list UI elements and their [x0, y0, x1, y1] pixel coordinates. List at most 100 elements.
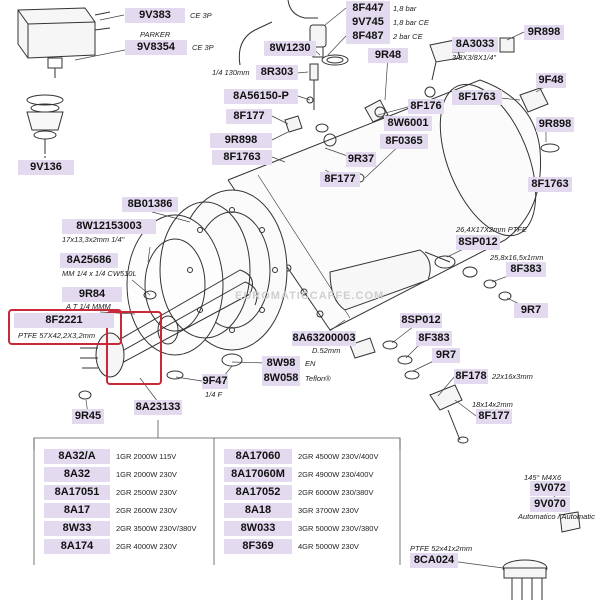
valve-9v136-drawing — [26, 94, 64, 160]
part-note: CE 3P — [192, 43, 214, 52]
part-note: 1,8 bar CE — [393, 18, 429, 27]
table-part-8a174: 8A174 — [44, 539, 110, 554]
part-label-9v745: 9V745 — [346, 15, 390, 30]
part-label-8f0365: 8F0365 — [380, 134, 428, 149]
part-label-9v8354: 9V8354 — [125, 40, 187, 55]
flange-plates-drawing — [126, 189, 288, 356]
part-label-8ca024: 8CA024 — [410, 553, 458, 568]
table-desc: 4GR 5000W 230V — [298, 542, 359, 551]
table-part-8a32a: 8A32/A — [44, 449, 110, 464]
part-label-8a25686: 8A25686 — [60, 253, 118, 268]
table-desc: 2GR 4500W 230V/400V — [298, 452, 379, 461]
part-label-8a56150-p: 8A56150-P — [224, 89, 298, 104]
part-prefix: PTFE 52x41x2mm — [410, 544, 473, 553]
table-desc: 2GR 4000W 230V — [116, 542, 177, 551]
part-prefix: 145° M4X6 — [524, 473, 562, 482]
sight-glass-drawing — [329, 249, 512, 311]
part-label-9r898: 9R898 — [536, 117, 574, 132]
part-note: Teflon® — [305, 374, 331, 383]
part-label-8f2221: 8F2221 — [14, 313, 114, 328]
part-label-8f383: 8F383 — [416, 331, 452, 346]
probe-drawing — [306, 63, 319, 110]
table-desc: 2GR 6000W 230/380V — [298, 488, 374, 497]
part-label-8f1763: 8F1763 — [212, 150, 272, 165]
table-part-8w33: 8W33 — [44, 521, 110, 536]
part-note: 22x16x3mm — [492, 372, 533, 381]
table-desc: 3GR 5000W 230V/380V — [298, 524, 379, 533]
part-label-9f48: 9F48 — [536, 73, 566, 88]
part-label-9v136: 9V136 — [18, 160, 74, 175]
table-desc: 2GR 2600W 230V — [116, 506, 177, 515]
part-prefix: 25,8x16,5x1mm — [490, 253, 544, 262]
table-part-8a17060m: 8A17060M — [224, 467, 292, 482]
table-part-8w033: 8W033 — [224, 521, 292, 536]
part-label-9r45: 9R45 — [72, 409, 104, 424]
pressure-switch-drawing — [17, 7, 111, 78]
table-desc: 2GR 2500W 230V — [116, 488, 177, 497]
part-label-8f487: 8F487 — [346, 29, 390, 44]
element-table-frame — [33, 420, 401, 565]
part-label-8f176: 8F176 — [408, 99, 444, 114]
part-note: Automatico / Automatic — [518, 512, 595, 521]
part-label-8a63200003: 8A63200003 — [292, 331, 356, 346]
part-note: PTFE 57X42,2X3,2mm — [18, 331, 96, 340]
part-label-8b01386: 8B01386 — [122, 197, 178, 212]
part-label-8w12153003: 8W12153003 — [62, 219, 156, 234]
table-part-8a17051: 8A17051 — [44, 485, 110, 500]
part-label-8sp012: 8SP012 — [456, 235, 500, 250]
part-label-8f177: 8F177 — [226, 109, 272, 124]
part-label-8a23133: 8A23133 — [134, 400, 182, 415]
part-label-8f1763: 8F1763 — [452, 90, 502, 105]
part-label-8r303: 8R303 — [256, 65, 298, 80]
part-label-9r84: 9R84 — [62, 287, 122, 302]
part-note: A T 1/4 MMM — [66, 302, 111, 311]
part-label-8f447: 8F447 — [346, 1, 390, 16]
part-note: 2 bar CE — [393, 32, 423, 41]
table-desc: 1GR 2000W 115V — [116, 452, 177, 461]
part-prefix: 1/4 130mm — [212, 68, 250, 77]
part-label-8w058: 8W058 — [262, 371, 300, 386]
part-label-8f1763: 8F1763 — [528, 177, 572, 192]
part-label-9f47: 9F47 — [202, 374, 228, 389]
safety-valve-drawing — [238, 0, 349, 66]
part-prefix: 18x14x2mm — [472, 400, 513, 409]
part-label-9r898: 9R898 — [524, 25, 564, 40]
table-part-8a32: 8A32 — [44, 467, 110, 482]
part-label-8w98: 8W98 — [262, 356, 300, 371]
table-desc: 3GR 3700W 230V — [298, 506, 359, 515]
part-label-8w6001: 8W6001 — [384, 116, 432, 131]
table-desc: 2GR 3500W 230V/380V — [116, 524, 197, 533]
part-label-8f383: 8F383 — [506, 262, 546, 277]
part-prefix: PARKER — [140, 30, 171, 39]
part-label-9v070: 9V070 — [530, 497, 570, 512]
part-note: D.52mm — [312, 346, 341, 355]
part-label-9v072: 9V072 — [530, 481, 570, 496]
fittings-lower-drawing — [78, 337, 469, 444]
element-small-drawing — [502, 511, 581, 600]
part-label-9r7: 9R7 — [514, 303, 548, 318]
part-label-9v383: 9V383 — [125, 8, 185, 23]
part-label-8f177: 8F177 — [320, 172, 360, 187]
part-label-9r7: 9R7 — [432, 348, 460, 363]
part-label-8sp012: 8SP012 — [400, 313, 442, 328]
part-note: MM 1/4 x 1/4 CW510L — [62, 269, 137, 278]
table-part-8f369: 8F369 — [224, 539, 292, 554]
table-part-8a17060: 8A17060 — [224, 449, 292, 464]
part-note: 1/4 F — [205, 390, 223, 399]
part-note: 3/8X3/8X1/4" — [452, 53, 496, 62]
table-desc: 1GR 2000W 230V — [116, 470, 177, 479]
part-label-9r48: 9R48 — [368, 48, 408, 63]
part-note: 17x13,3x2mm 1/4" — [62, 235, 125, 244]
part-note: 1,8 bar — [393, 4, 417, 13]
table-desc: 2GR 4900W 230/400V — [298, 470, 374, 479]
highlight-8f2221 — [8, 309, 122, 345]
part-label-9r37: 9R37 — [346, 152, 376, 167]
highlight-gasket — [106, 311, 162, 385]
part-label-8w1230: 8W1230 — [264, 41, 316, 56]
part-label-9r898: 9R898 — [210, 133, 272, 148]
part-label-8f177: 8F177 — [476, 409, 512, 424]
table-part-8a17: 8A17 — [44, 503, 110, 518]
part-label-8f178: 8F178 — [454, 369, 488, 384]
